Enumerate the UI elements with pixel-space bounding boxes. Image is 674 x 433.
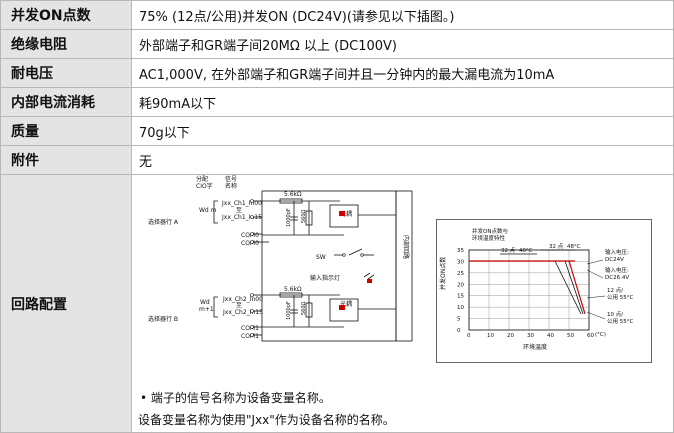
row-insulation: 绝缘电阻 外部端子和GR端子间20MΩ 以上 (DC100V): [0, 29, 674, 59]
y-tick-label: 15: [457, 294, 464, 300]
sig-a1: Jxx_Ch1_In00: [221, 200, 262, 207]
y-tick-label: 0: [457, 328, 461, 334]
cap-b: 1000pF: [286, 301, 292, 320]
y-tick-label: 30: [457, 259, 464, 265]
row-label: 并发ON点数: [0, 0, 132, 30]
x-tick-label: 50: [567, 333, 574, 339]
res-b: 5.6kΩ: [284, 286, 302, 293]
circuit-note-1: • 端子的信号名称为设备变量名称。: [140, 391, 331, 405]
graph-title-2: 环境温度特性: [472, 234, 506, 242]
row-weight: 质量 70g以下: [0, 116, 674, 146]
row-dielectric: 耐电压 AC1,000V, 在外部端子和GR端子间并且一分钟内的最大漏电流为10…: [0, 58, 674, 88]
legend-2b: DC26.4V: [605, 275, 629, 281]
row-value: 75% (12点/公用)并发ON (DC24V)(请参见以下插图。): [131, 0, 674, 30]
row-label: 附件: [0, 145, 132, 175]
row-label: 内部电流消耗: [0, 87, 132, 117]
ann-48c: 48°C: [567, 244, 581, 250]
sig-b2: Jxx_Ch2_In15: [222, 309, 263, 316]
opto-led-a-icon: [339, 211, 345, 216]
sig-a2: Jxx_Ch1_In15: [221, 214, 262, 221]
opto-led-b-icon: [339, 305, 345, 310]
row-value: 外部端子和GR端子间20MΩ 以上 (DC100V): [131, 29, 674, 59]
row-value: 70g以下: [131, 116, 674, 146]
indicator-led-icon: [367, 279, 372, 283]
row-value: 无: [131, 145, 674, 175]
legend-3a: 12 点/: [607, 287, 623, 294]
row-value: 耗90mA以下: [131, 87, 674, 117]
opto-a: 光耦: [340, 210, 352, 218]
y-tick-label: 25: [457, 271, 464, 277]
circuit-note-2: 设备变量名称为使用"Jxx"作为设备名称的名称。: [138, 413, 395, 427]
head-cio: CIO字: [196, 182, 213, 190]
y-tick-label: 10: [457, 305, 464, 311]
legend-1a: 输入电压:: [605, 248, 629, 256]
x-tick-label: 20: [507, 333, 514, 339]
graph-xlabel: 环境温度: [523, 343, 547, 351]
x-tick-label: 30: [527, 333, 534, 339]
row-accessories: 附件 无: [0, 145, 674, 175]
row-value: AC1,000V, 在外部端子和GR端子间并且一分钟内的最大漏电流为10mA: [131, 58, 674, 88]
graph-ylabel: 并发ON点数: [439, 257, 447, 290]
wd-m1b: m+1: [199, 306, 214, 313]
y-tick-label: 35: [457, 248, 464, 254]
head-sig2: 名称: [225, 182, 237, 190]
y-tick-label: 20: [457, 282, 464, 288]
row-circuit: 回路配置 分配 CIO字 信号 名称 Wd m 选择器行 A Jxx_Ch1_I…: [0, 174, 674, 433]
wd-m: Wd m: [199, 207, 217, 214]
legend-2a: 输入电压:: [605, 266, 629, 274]
legend-3b: 公用 55°C: [607, 294, 633, 301]
wd-m1a: Wd: [200, 299, 210, 306]
row-current: 内部电流消耗 耗90mA以下: [0, 87, 674, 117]
x-tick-label: 60: [587, 333, 594, 339]
head-alloc: 分配: [196, 175, 208, 183]
ann-32-b: 32 点: [549, 243, 564, 250]
cap-a: 1000pF: [286, 208, 292, 227]
led-label: 输入指示灯: [310, 274, 340, 282]
row-label: 耐电压: [0, 58, 132, 88]
sig-to-a: 至: [236, 207, 242, 214]
x-tick-label: 10: [487, 333, 494, 339]
com1-a: COM1: [241, 325, 259, 332]
res2-a: 560Ω: [301, 209, 307, 223]
row-label: 回路配置: [0, 174, 132, 433]
opto-b: 光耦: [340, 300, 352, 308]
sig-to-b: 至: [236, 302, 242, 309]
com0-b: COM0: [241, 240, 259, 247]
sw-label: SW: [316, 254, 326, 261]
legend-4b: 公用 55°C: [607, 318, 633, 325]
x-tick-label: 40: [547, 333, 554, 339]
sig-b1: Jxx_Ch2_In00: [222, 296, 263, 303]
selector-b: 选择器行 B: [148, 315, 178, 323]
head-sig1: 信号: [225, 175, 237, 183]
legend-1b: DC24V: [605, 257, 624, 263]
row-concurrent-on: 并发ON点数 75% (12点/公用)并发ON (DC24V)(请参见以下插图。…: [0, 0, 674, 30]
internal-circuit: 内部回路: [402, 235, 410, 259]
derating-graph: 并发ON点数与 环境温度特性 并发ON点数 环境温度 (°C) 32 点 40°…: [436, 219, 652, 363]
x-tick-label: 0: [467, 333, 471, 339]
circuit-cell: 分配 CIO字 信号 名称 Wd m 选择器行 A Jxx_Ch1_In00 至…: [131, 174, 674, 433]
graph-title-1: 并发ON点数与: [472, 227, 508, 235]
legend-4a: 10 点/: [607, 311, 623, 318]
selector-a: 选择器行 A: [148, 218, 179, 226]
res2-b: 560Ω: [301, 301, 307, 315]
res-a: 5.6kΩ: [284, 191, 302, 198]
row-label: 质量: [0, 116, 132, 146]
circuit-diagram: 分配 CIO字 信号 名称 Wd m 选择器行 A Jxx_Ch1_In00 至…: [148, 175, 413, 342]
ann-32-a: 32 点: [501, 247, 516, 254]
row-label: 绝缘电阻: [0, 29, 132, 59]
ann-40c: 40°C: [519, 248, 533, 254]
com0-a: COM0: [241, 232, 259, 239]
y-tick-label: 5: [457, 317, 461, 323]
com1-b: COM1: [241, 333, 259, 340]
graph-xunit: (°C): [595, 332, 606, 338]
